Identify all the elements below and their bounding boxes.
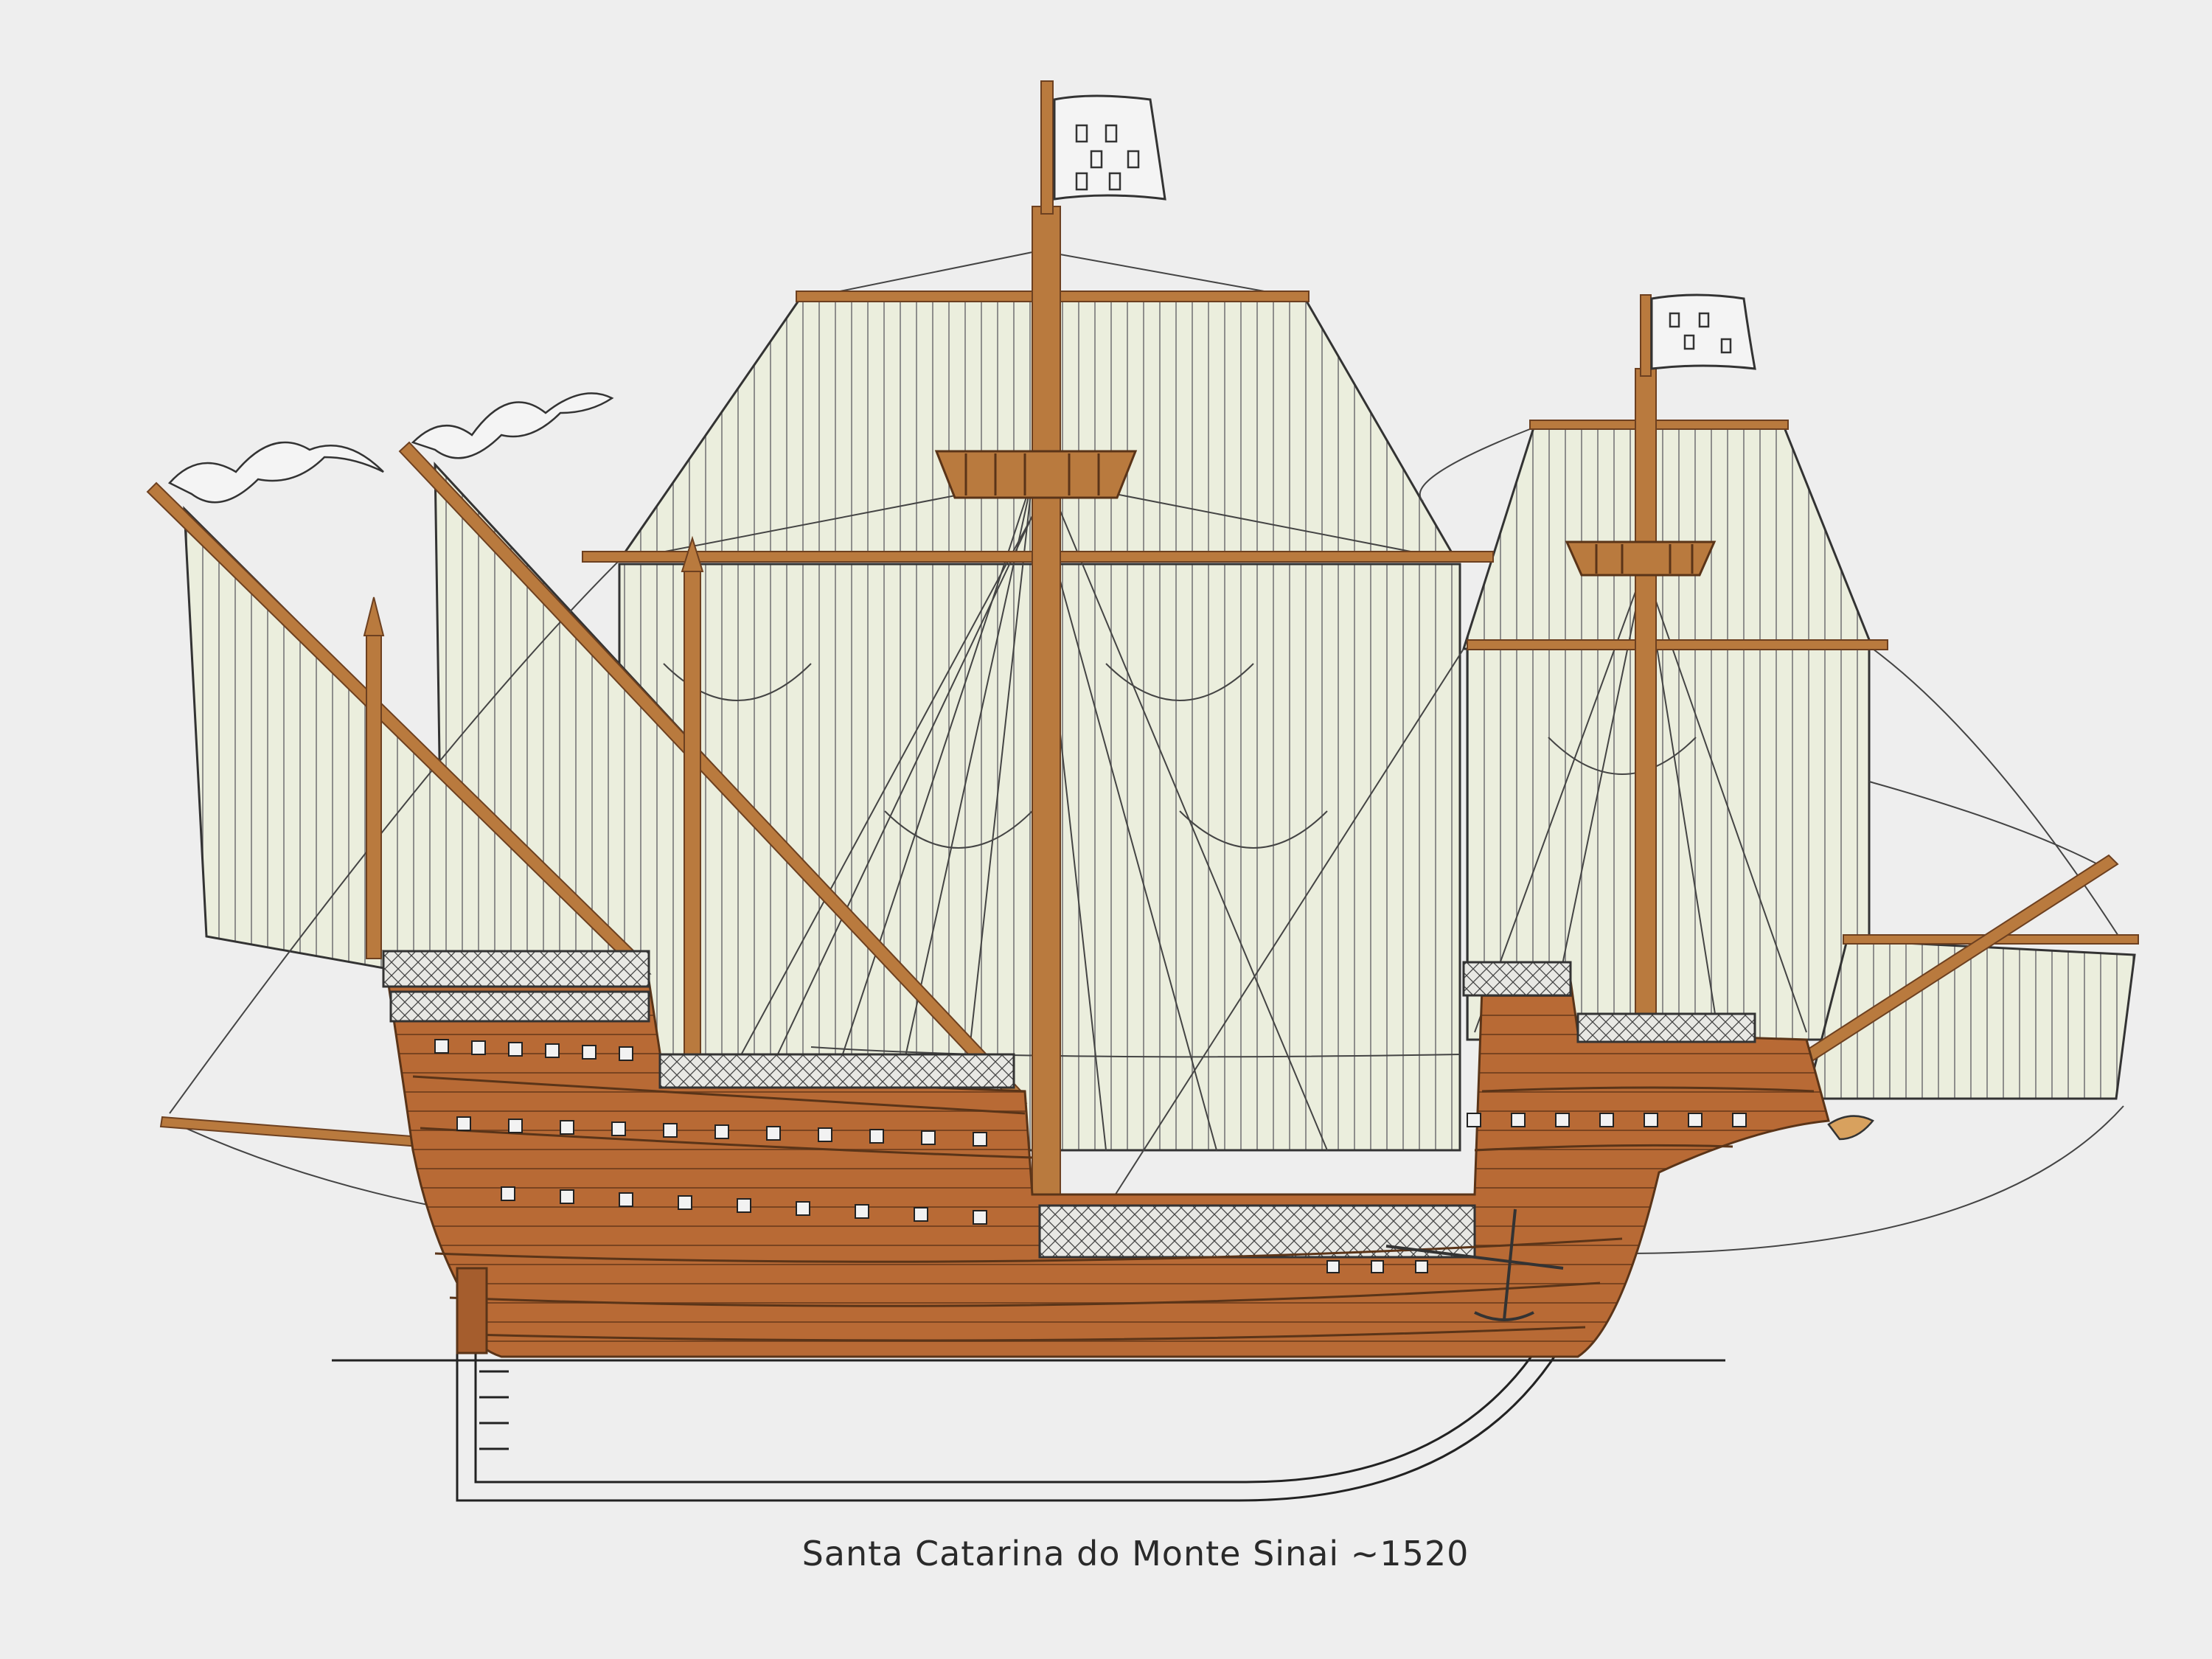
masts [363,80,1657,1269]
rudder [456,1267,488,1354]
flags [167,94,1756,504]
figurehead [1827,1115,1874,1141]
yards [146,291,2139,1150]
fore-mast [1635,368,1657,1033]
fore-flag [1650,293,1756,370]
bonaventure-pennant [167,441,384,504]
mizzen-pennant [411,392,614,459]
mizzen-mast [684,567,701,1055]
fore-topsail [1461,426,1875,650]
fighting-tops [934,450,1717,577]
main-mast [1032,206,1061,1269]
anchor [1385,1208,1564,1321]
gun-ports [434,1039,1747,1273]
ship-caption: Santa Catarina do Monte Sinai ~1520 [801,1534,1470,1573]
hull [382,950,1874,1358]
bonaventure-mast [366,633,382,959]
